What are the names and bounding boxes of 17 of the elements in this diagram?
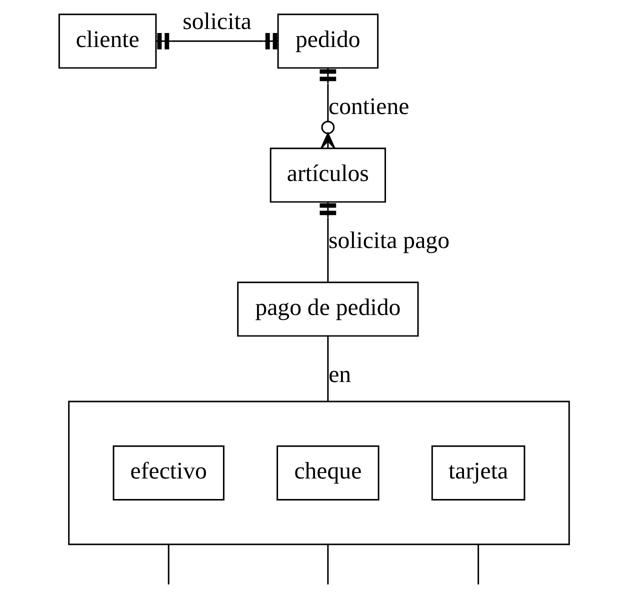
node-box: artículos (269, 148, 386, 203)
edge-label: solicita (182, 8, 251, 35)
node-box: pago de pedido (236, 282, 418, 337)
node-box: pedido (276, 14, 378, 69)
cluster (68, 400, 570, 546)
node-box: cheque (276, 445, 379, 500)
node-box: cliente (58, 14, 156, 69)
connector (326, 336, 328, 402)
edge-label: solicita pago (328, 228, 449, 254)
connector (326, 544, 328, 584)
edge-label: contiene (328, 94, 409, 120)
node-box: efectivo (112, 445, 224, 500)
connector (477, 544, 479, 584)
connector (156, 32, 278, 50)
connector (167, 544, 169, 584)
edge-label: en (328, 362, 351, 388)
node-box: tarjeta (430, 445, 525, 500)
